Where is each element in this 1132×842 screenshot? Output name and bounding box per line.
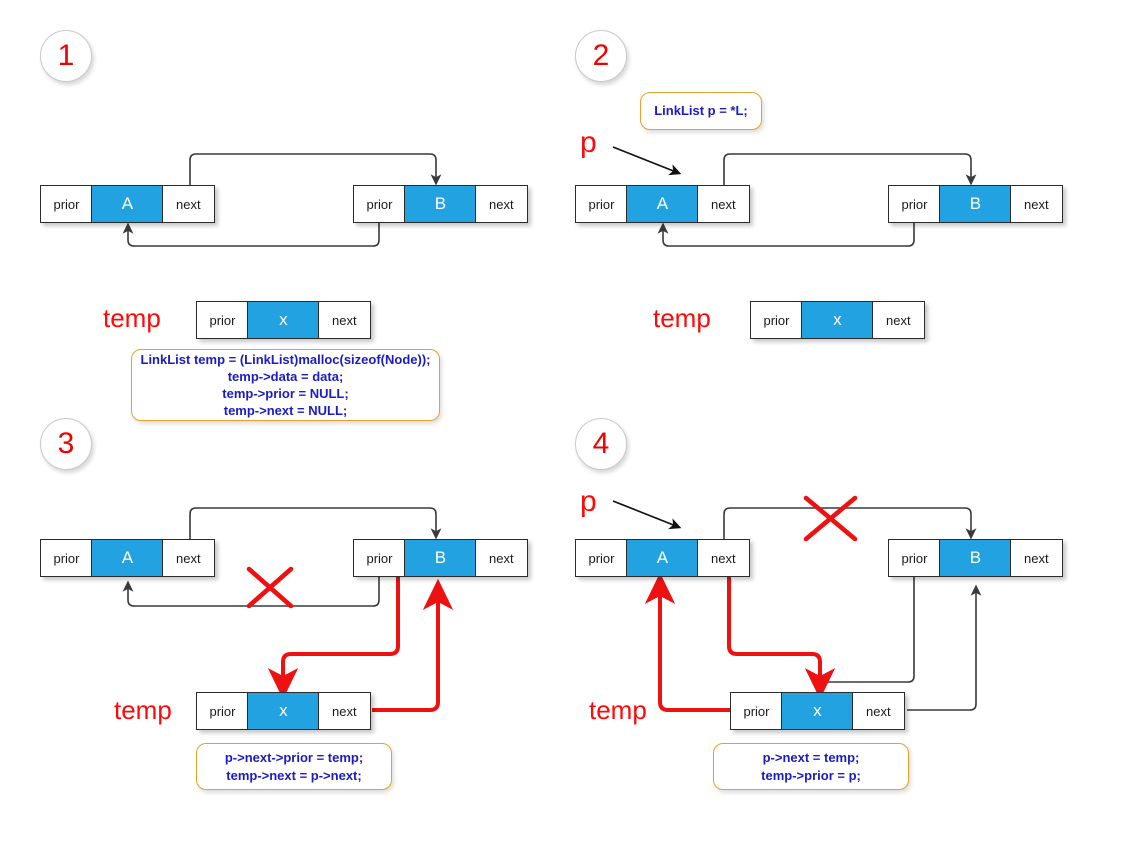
node-a-data-cell: A	[626, 185, 699, 223]
node-temp-data-cell: x	[247, 301, 320, 339]
node-temp-prior-cell: prior	[196, 692, 249, 730]
link-a-next-to-b	[723, 153, 977, 186]
node-b-prior-cell: prior	[888, 185, 941, 223]
label-temp: temp	[114, 695, 172, 725]
node-b: prior B next	[353, 185, 528, 223]
node-a-data-cell: A	[91, 185, 164, 223]
code-line: temp->prior = NULL;	[222, 386, 349, 401]
red-link-a-next-to-temp	[727, 577, 836, 700]
code-callout-step2: LinkList p = *L;	[640, 92, 762, 130]
label-temp: temp	[589, 695, 647, 725]
red-link-temp-next-to-b	[372, 578, 454, 712]
label-temp: temp	[103, 303, 161, 333]
node-temp-data-cell: x	[781, 692, 854, 730]
node-a-prior-cell: prior	[40, 539, 93, 577]
node-temp-prior-cell: prior	[196, 301, 249, 339]
broken-link-a-next-to-b	[723, 507, 977, 540]
node-temp-next-cell: next	[317, 692, 371, 730]
step-badge-3: 3	[40, 418, 92, 470]
node-temp-next-cell: next	[851, 692, 905, 730]
code-callout-step1: LinkList temp = (LinkList)malloc(sizeof(…	[131, 349, 440, 421]
node-temp-data-cell: x	[247, 692, 320, 730]
link-temp-next-to-b	[907, 584, 982, 711]
node-temp: prior x next	[196, 692, 371, 730]
node-a-prior-cell: prior	[575, 539, 628, 577]
node-b-prior-cell: prior	[353, 539, 406, 577]
node-b-data-cell: B	[404, 539, 477, 577]
node-b-next-cell: next	[1009, 539, 1063, 577]
node-b-prior-cell: prior	[888, 539, 941, 577]
node-b-next-cell: next	[1009, 185, 1063, 223]
link-b-prior-to-a	[657, 222, 915, 247]
code-callout-step4: p->next = temp; temp->prior = p;	[713, 743, 909, 790]
node-a-next-cell: next	[161, 185, 215, 223]
link-b-prior-to-a	[122, 222, 380, 247]
node-a-prior-cell: prior	[40, 185, 93, 223]
node-a-next-cell: next	[696, 539, 750, 577]
code-line: temp->next = p->next;	[226, 767, 362, 783]
broken-link-b-prior-to-a	[122, 576, 380, 607]
code-callout-step3: p->next->prior = temp; temp->next = p->n…	[196, 743, 392, 790]
panel4-links	[612, 495, 982, 712]
broken-link-x-icon	[246, 566, 294, 609]
node-b-data-cell: B	[939, 185, 1012, 223]
code-line: temp->data = data;	[227, 368, 344, 384]
pointer-p-arrow	[612, 146, 682, 176]
node-a-next-cell: next	[161, 539, 215, 577]
label-p: p	[580, 126, 597, 159]
node-temp-prior-cell: prior	[750, 301, 803, 339]
label-p: p	[580, 485, 597, 518]
link-b-prior-to-temp	[814, 576, 915, 698]
step-badge-4: 4	[575, 418, 627, 470]
label-temp: temp	[653, 303, 711, 333]
step-badge-2: 2	[575, 30, 627, 82]
node-b-data-cell: B	[939, 539, 1012, 577]
node-a-data-cell: A	[626, 539, 699, 577]
code-line: p->next->prior = temp;	[224, 750, 364, 766]
node-b-data-cell: B	[404, 185, 477, 223]
step-badge-1: 1	[40, 30, 92, 82]
code-line: LinkList temp = (LinkList)malloc(sizeof(…	[140, 351, 431, 367]
node-a-data-cell: A	[91, 539, 164, 577]
node-a-prior-cell: prior	[575, 185, 628, 223]
link-a-next-to-b	[189, 153, 442, 186]
node-a: prior A next	[575, 185, 750, 223]
red-link-b-prior-to-temp	[267, 577, 400, 700]
node-b-prior-cell: prior	[353, 185, 406, 223]
node-b: prior B next	[888, 539, 1063, 577]
broken-link-x-icon	[803, 495, 858, 542]
node-b: prior B next	[888, 185, 1063, 223]
code-line: p->next = temp;	[762, 750, 860, 766]
code-line: temp->next = NULL;	[223, 403, 348, 419]
node-temp: prior x next	[730, 692, 905, 730]
node-a: prior A next	[40, 539, 215, 577]
node-temp-next-cell: next	[871, 301, 925, 339]
node-a: prior A next	[40, 185, 215, 223]
node-temp: prior x next	[196, 301, 371, 339]
code-line: temp->prior = p;	[761, 767, 861, 783]
node-a-next-cell: next	[696, 185, 750, 223]
node-temp-next-cell: next	[317, 301, 371, 339]
node-temp: prior x next	[750, 301, 925, 339]
link-a-next-to-b	[189, 507, 442, 540]
node-a: prior A next	[575, 539, 750, 577]
code-line: LinkList p = *L;	[654, 103, 748, 119]
red-link-temp-prior-to-a	[644, 572, 730, 712]
node-b-next-cell: next	[474, 185, 528, 223]
pointer-p-arrow	[612, 500, 682, 530]
node-b-next-cell: next	[474, 539, 528, 577]
node-temp-prior-cell: prior	[730, 692, 783, 730]
node-temp-data-cell: x	[801, 301, 874, 339]
node-b: prior B next	[353, 539, 528, 577]
